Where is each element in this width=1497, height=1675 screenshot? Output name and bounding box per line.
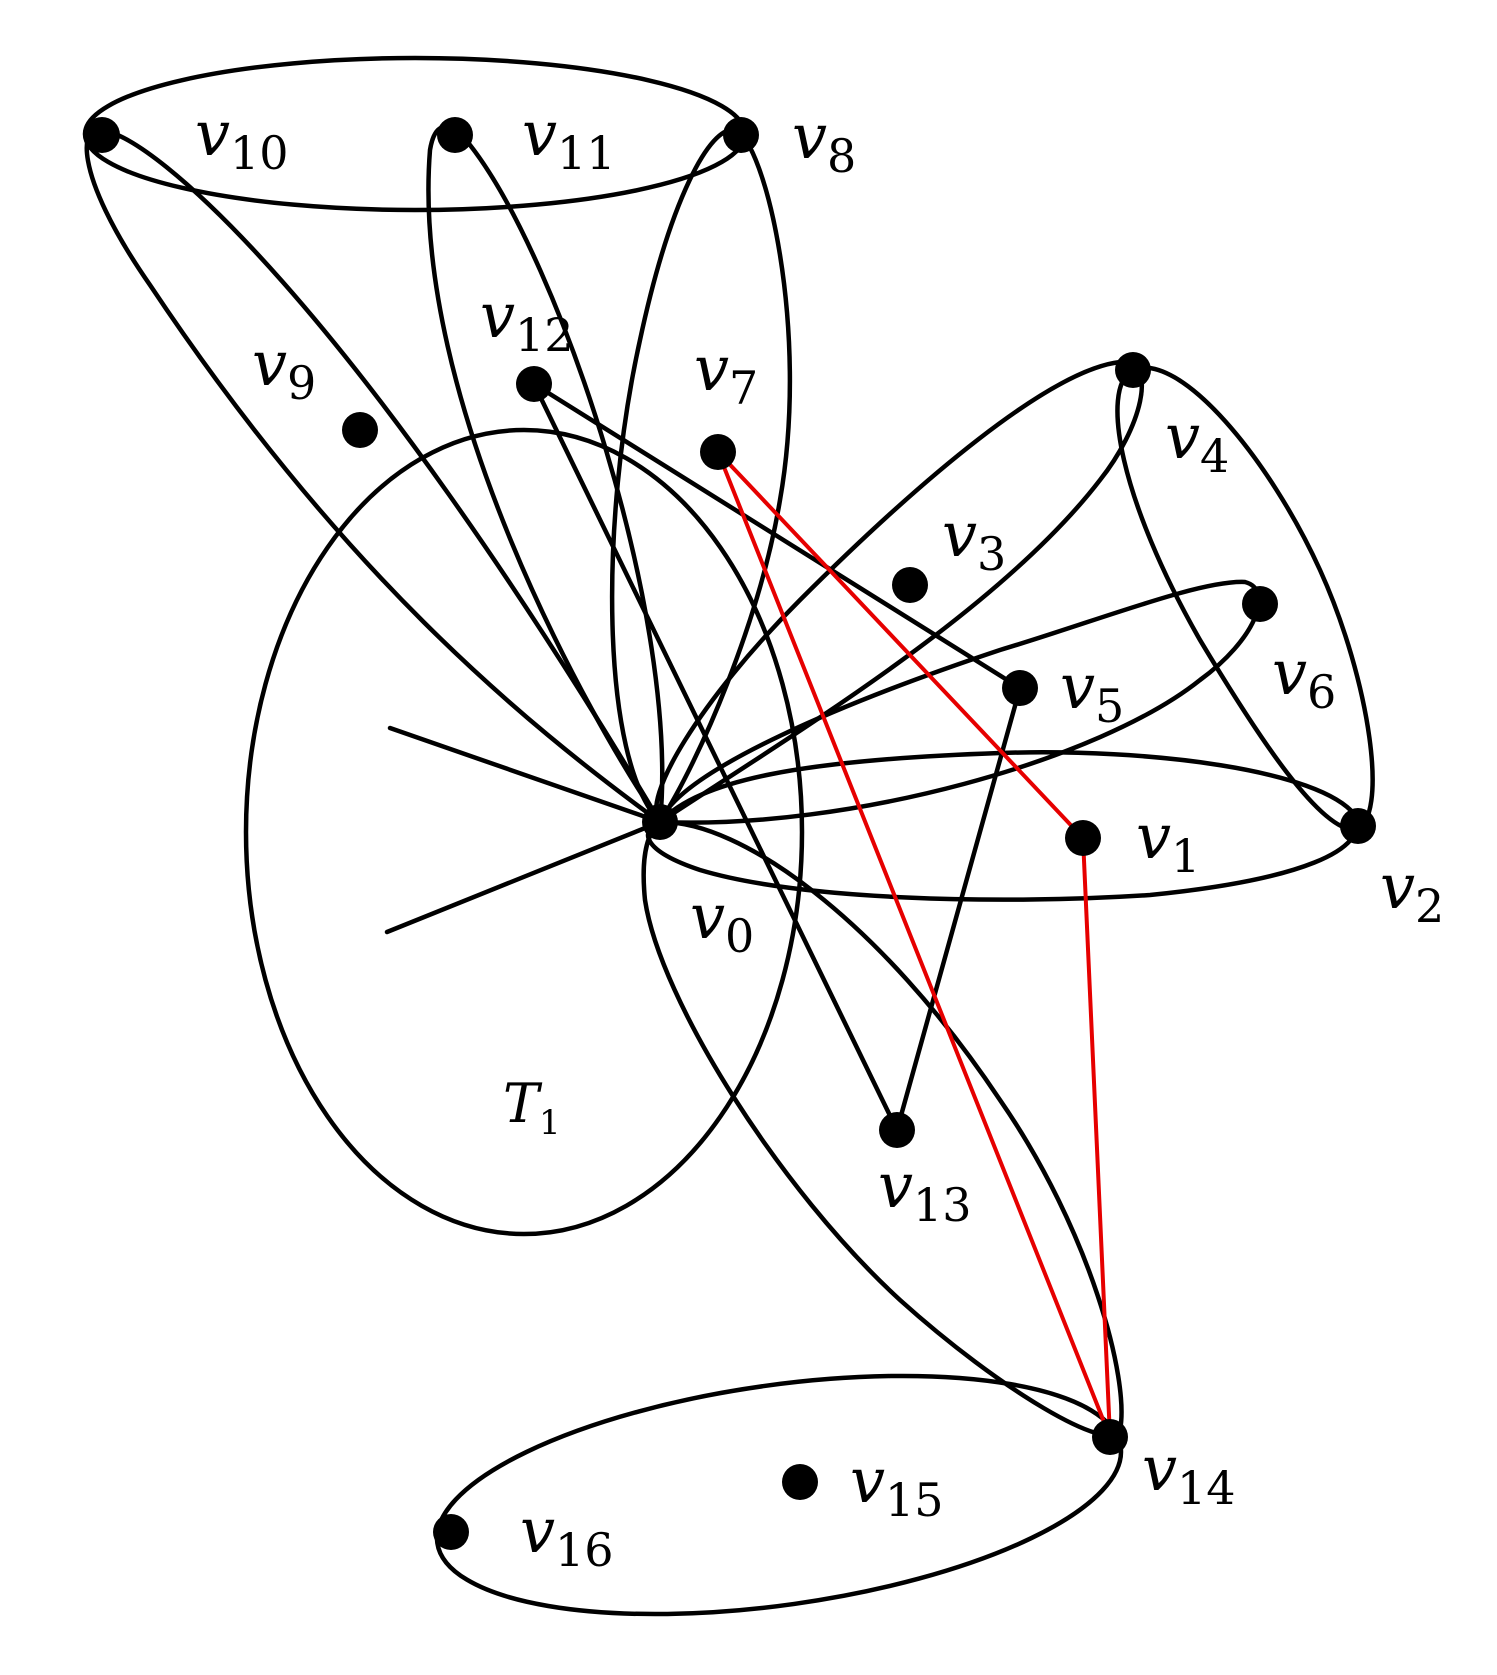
vertex-label-v4: v4 — [1165, 400, 1229, 483]
edge-v5-v13 — [894, 685, 1023, 1133]
vertex-v10 — [84, 117, 120, 153]
vertex-label-v10: v10 — [195, 97, 289, 180]
vertex-v13 — [879, 1112, 915, 1148]
edge-v7-v14 — [716, 450, 1112, 1439]
vertex-label-v6: v6 — [1272, 636, 1336, 719]
vertex-label-v5: v5 — [1060, 650, 1124, 733]
vertex-label-v7: v7 — [694, 332, 758, 415]
vertex-v3 — [892, 567, 928, 603]
vertex-v5 — [1002, 670, 1038, 706]
edges — [531, 381, 1112, 1439]
vertex-label-v8: v8 — [792, 100, 856, 183]
stub-edge-lower — [384, 819, 663, 935]
vertex-label-v15: v15 — [850, 1444, 944, 1527]
vertex-label-v9: v9 — [252, 327, 316, 410]
vertices — [84, 117, 1376, 1550]
vertex-v12 — [516, 366, 552, 402]
vertex-v11 — [437, 117, 473, 153]
vertex-label-v1: v1 — [1136, 800, 1200, 883]
vertex-v0 — [642, 804, 678, 840]
edge-v12-v5 — [531, 381, 1023, 691]
t1-stub-edges — [384, 725, 663, 935]
edge-v1-v14 — [1081, 836, 1112, 1439]
region-t1-boundary — [243, 427, 805, 1237]
stub-edge-upper — [387, 725, 663, 825]
vertex-label-v2: v2 — [1380, 850, 1444, 933]
vertex-label-v16: v16 — [520, 1494, 614, 1577]
vertex-label-v12: v12 — [480, 279, 574, 362]
hyperedge-v0-v11 — [426, 124, 665, 829]
vertex-label-v3: v3 — [942, 498, 1006, 581]
vertex-v8 — [723, 117, 759, 153]
vertex-v1 — [1065, 820, 1101, 856]
vertex-v16 — [433, 1514, 469, 1550]
vertex-v2 — [1340, 808, 1376, 844]
vertex-labels: v0 v1 v2 v3 v4 v5 v6 v7 v8 v9 v10 v11 v12 v13 v14 v15 v1… — [195, 97, 1444, 1577]
region-t1-label: T1 — [503, 1072, 561, 1143]
hyperedge-v8-v10-v11 — [82, 55, 748, 213]
edge-v7-v1 — [716, 450, 1085, 840]
vertex-v15 — [782, 1464, 818, 1500]
vertex-label-v14: v14 — [1142, 1432, 1236, 1515]
vertex-v4 — [1115, 352, 1151, 388]
edge-v12-v13 — [531, 381, 900, 1133]
vertex-v7 — [700, 434, 736, 470]
vertex-label-v13: v13 — [878, 1149, 972, 1232]
hyperedge-v0-v10 — [84, 127, 662, 824]
vertex-v9 — [342, 412, 378, 448]
vertex-label-v0: v0 — [690, 880, 754, 963]
hyperedge-v0-v6 — [656, 579, 1262, 825]
vertex-v6 — [1242, 586, 1278, 622]
vertex-label-v11: v11 — [522, 97, 616, 180]
hyperedge-v0-v2 — [645, 750, 1360, 902]
vertex-v14 — [1092, 1419, 1128, 1455]
